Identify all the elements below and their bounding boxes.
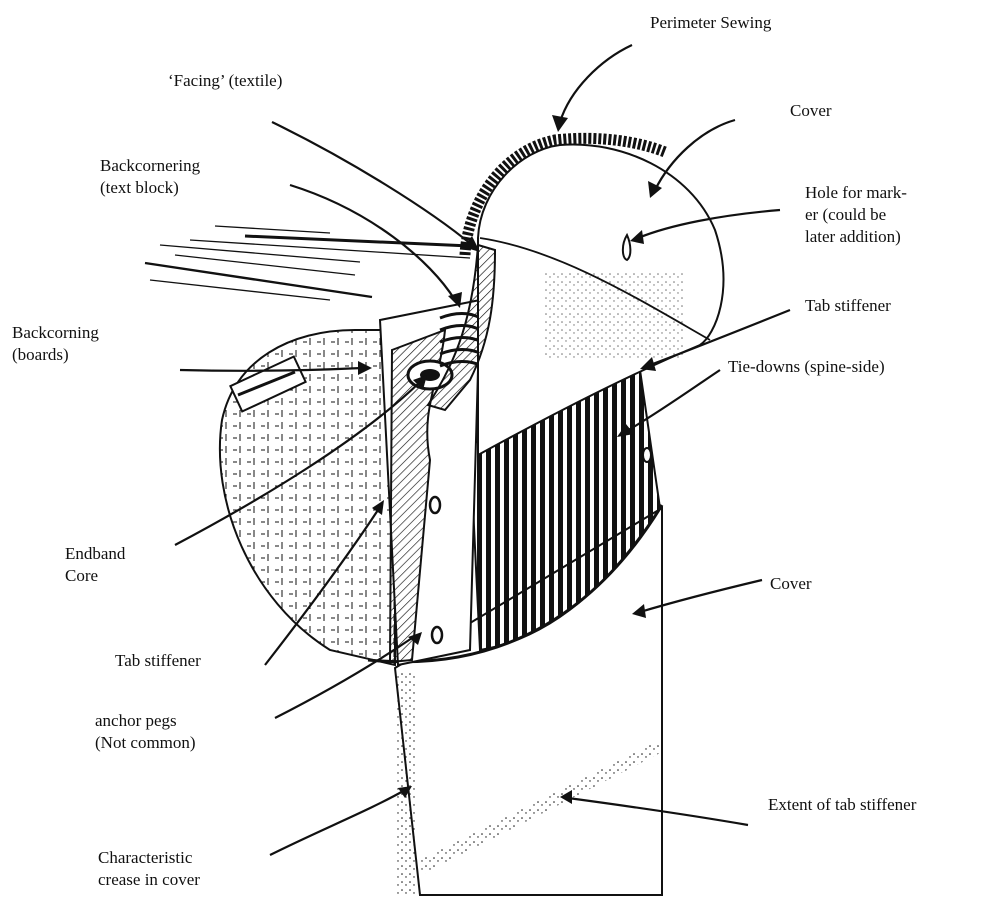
label-anchor-pegs: anchor pegs (Not common)	[95, 710, 196, 754]
label-cover-mid: Cover	[770, 573, 812, 595]
label-cover-top: Cover	[790, 100, 832, 122]
anchor-peg-lower	[432, 627, 442, 643]
crease-stipple	[397, 670, 415, 895]
label-tab-stiffener-left: Tab stiffener	[115, 650, 201, 672]
label-characteristic-crease: Characteristic crease in cover	[98, 847, 200, 891]
label-perimeter-sewing: Perimeter Sewing	[650, 12, 771, 34]
label-backcorning-boards: Backcorning (boards)	[12, 322, 99, 366]
arrow-perimeter-sewing	[560, 45, 632, 122]
label-endband-core: Endband Core	[65, 543, 125, 587]
label-extent-of-tab-stiffener: Extent of tab stiffener	[768, 794, 916, 816]
label-hole-for-marker: Hole for mark- er (could be later additi…	[805, 182, 907, 248]
label-tie-downs: Tie-downs (spine-side)	[728, 356, 885, 378]
label-tab-stiffener-right: Tab stiffener	[805, 295, 891, 317]
arrow-facing	[272, 122, 472, 245]
anchor-peg-upper	[430, 497, 440, 513]
arrow-crease	[270, 790, 405, 855]
label-backcornering-text-block: Backcornering (text block)	[100, 155, 200, 199]
anchor-peg-right	[643, 448, 651, 462]
text-block-lines	[145, 226, 470, 300]
label-facing: ‘Facing’ (textile)	[168, 70, 282, 92]
